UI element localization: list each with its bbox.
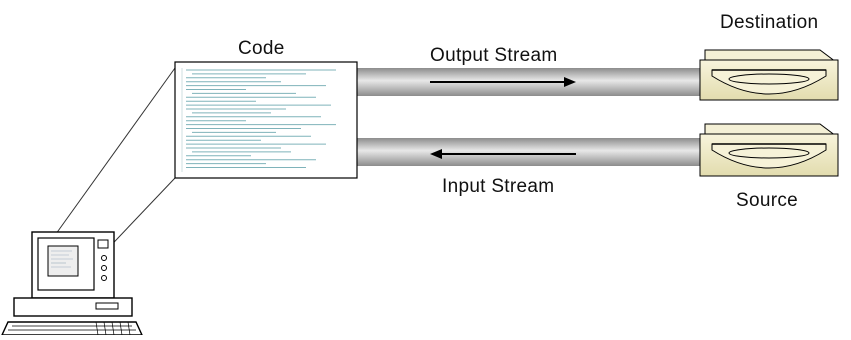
input-stream-label: Input Stream <box>442 176 555 197</box>
output-stream-label: Output Stream <box>430 45 558 66</box>
source-label: Source <box>736 190 799 211</box>
source-drive-icon <box>699 123 839 177</box>
desktop-computer-icon <box>0 231 144 336</box>
code-document-icon <box>174 61 358 179</box>
destination-label: Destination <box>720 12 819 33</box>
output-arrow <box>430 77 576 87</box>
code-label: Code <box>238 38 285 59</box>
destination-drive-icon <box>699 49 839 101</box>
input-stream-pipe <box>350 138 705 166</box>
input-arrow <box>430 149 576 159</box>
projection-line-top <box>47 67 176 246</box>
